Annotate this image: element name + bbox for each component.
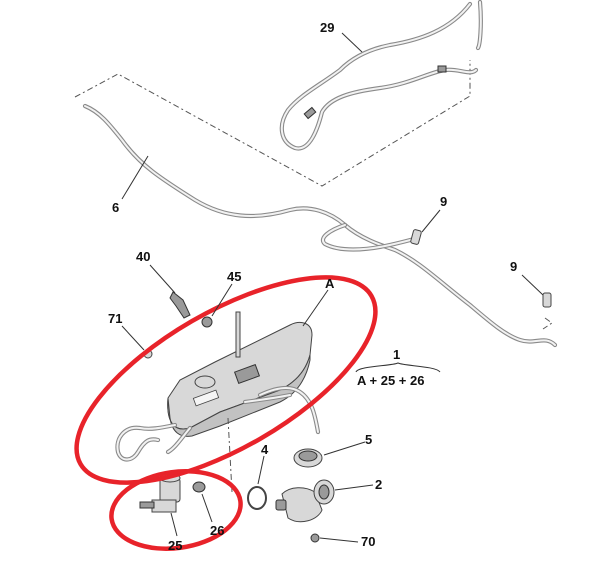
label-9-right: 9 xyxy=(510,259,517,274)
pump-highlight-ring xyxy=(109,469,243,551)
hose-29 xyxy=(279,0,483,151)
label-45: 45 xyxy=(227,269,241,284)
seal-26 xyxy=(192,481,206,493)
reference-outline-right xyxy=(542,317,553,330)
washer-reservoir-a xyxy=(115,311,321,462)
label-kit-composition: A + 25 + 26 xyxy=(357,373,424,388)
label-6: 6 xyxy=(112,200,119,215)
label-5: 5 xyxy=(365,432,372,447)
reference-outline xyxy=(74,60,471,187)
label-1: 1 xyxy=(393,347,400,362)
clip-70 xyxy=(310,533,320,543)
hose-6 xyxy=(82,103,558,348)
o-ring-4 xyxy=(247,486,267,510)
label-2: 2 xyxy=(375,477,382,492)
part-labels: 29 6 9 9 40 45 A 71 1 A + 25 + 26 5 4 2 … xyxy=(108,20,517,553)
reservoir-highlight-ring xyxy=(74,275,378,485)
filler-cap-5 xyxy=(293,448,323,468)
leader-lines xyxy=(121,32,544,543)
label-a: A xyxy=(325,276,335,291)
level-sensor-40 xyxy=(169,291,191,319)
washer-jet-9-right xyxy=(542,292,552,308)
label-71: 71 xyxy=(108,311,122,326)
label-9-upper: 9 xyxy=(440,194,447,209)
label-26: 26 xyxy=(210,523,224,538)
label-70: 70 xyxy=(361,534,375,549)
grommet-45 xyxy=(201,316,213,328)
label-40: 40 xyxy=(136,249,150,264)
washer-jet-9-upper xyxy=(410,229,422,245)
filler-neck-2 xyxy=(275,479,335,523)
label-29: 29 xyxy=(320,20,334,35)
label-25: 25 xyxy=(168,538,182,553)
label-4: 4 xyxy=(261,442,269,457)
